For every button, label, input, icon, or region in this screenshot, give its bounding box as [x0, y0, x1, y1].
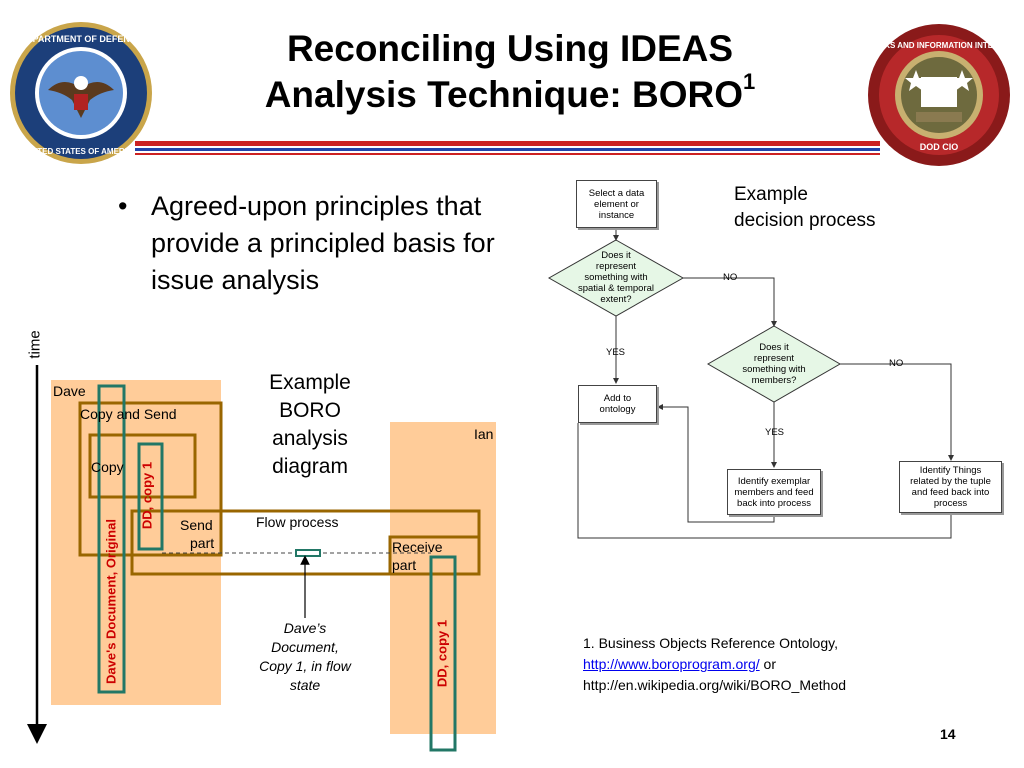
header-stripe-red-thin: [135, 153, 880, 155]
copy-and-send-box: [78, 401, 223, 557]
boro-caption: Example BORO analysis diagram: [269, 371, 351, 478]
dod-seal: DEPARTMENT OF DEFENSE UNITED STATES OF A…: [8, 20, 154, 166]
svg-text:DOD CIO: DOD CIO: [920, 142, 959, 152]
footnote-line-1: 1. Business Objects Reference Ontology,: [583, 635, 838, 651]
receive-part-label-2: part: [392, 557, 417, 573]
svg-text:UNITED STATES OF AMERICA: UNITED STATES OF AMERICA: [24, 147, 139, 156]
footnote: 1. Business Objects Reference Ontology, …: [583, 633, 846, 696]
svg-text:DEPARTMENT OF DEFENSE: DEPARTMENT OF DEFENSE: [20, 34, 142, 44]
nii-seal: NETWORKS AND INFORMATION INTEGRATION DOD…: [849, 22, 1024, 168]
ian-label: Ian: [474, 426, 494, 442]
dd-copy1-right-box: [429, 555, 457, 752]
copy-label: Copy: [91, 459, 124, 475]
header-stripe-blue: [135, 148, 880, 151]
title-footnote-ref: 1: [743, 69, 756, 94]
no-label-1: NO: [723, 272, 738, 283]
title-line-1: Reconciling Using IDEAS: [286, 28, 734, 69]
title-line-2: Analysis Technique: BORO1: [264, 69, 756, 116]
flow-process-label: Flow process: [256, 514, 339, 530]
footnote-line-2: http://www.boroprogram.org/ or: [583, 656, 776, 672]
boro-annotation: Dave’s Document, Copy 1, in flow state: [259, 620, 351, 693]
header-stripe-red: [135, 141, 880, 146]
copy-and-send-label: Copy and Send: [80, 406, 177, 422]
boro-program-link[interactable]: http://www.boroprogram.org/: [583, 656, 760, 672]
dave-label: Dave: [53, 383, 86, 399]
receive-part-label-1: Receive: [392, 539, 443, 555]
flowchart-caption: Example decision process: [734, 184, 876, 231]
yes-label-1: YES: [606, 347, 626, 358]
ian-region: [390, 422, 496, 734]
send-part-label-1: Send: [180, 517, 213, 533]
slide-title: Reconciling Using IDEAS Analysis Techniq…: [170, 26, 850, 118]
no-label-2: NO: [889, 358, 904, 369]
yes-label-2: YES: [765, 427, 785, 438]
page-number: 14: [940, 726, 956, 742]
bullet-text: Agreed-upon principles that provide a pr…: [151, 191, 495, 295]
svg-text:NETWORKS AND INFORMATION INTEG: NETWORKS AND INFORMATION INTEGRATION: [866, 41, 1012, 50]
dd-copy1-left-box: [137, 442, 164, 551]
send-part-label-2: part: [190, 535, 215, 551]
copy-box: [88, 433, 197, 499]
daves-document-original-box: [97, 384, 126, 694]
bullet-item: • Agreed-upon principles that provide a …: [118, 188, 528, 299]
footnote-line-3: http://en.wikipedia.org/wiki/BORO_Method: [583, 677, 847, 693]
bullet-dot: •: [118, 191, 128, 221]
receive-part-box: [388, 535, 481, 576]
